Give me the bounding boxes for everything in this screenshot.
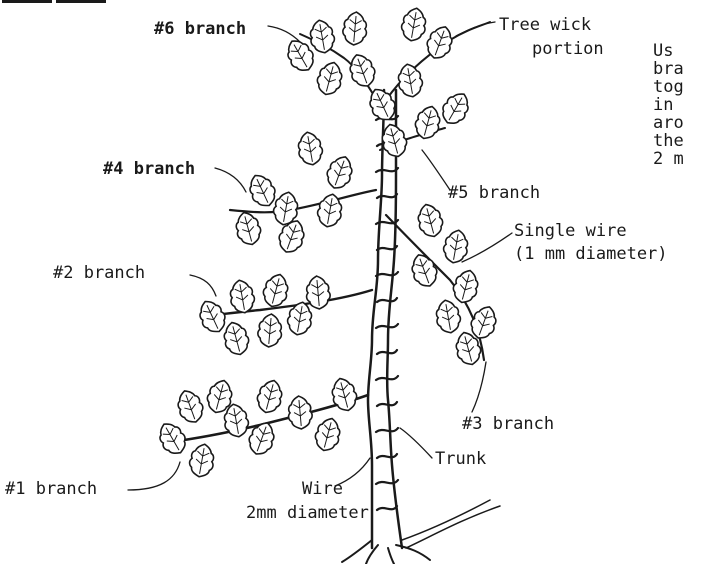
pointer-branch-3 — [472, 362, 486, 412]
leaf — [245, 419, 278, 458]
leaf — [296, 130, 325, 167]
leaf — [154, 418, 191, 458]
label-branch-1: #1 branch — [5, 480, 97, 499]
leaf — [254, 377, 285, 415]
leaf — [414, 201, 445, 239]
side-text-line: aro — [653, 114, 684, 132]
side-text-line: tog — [653, 78, 684, 96]
label-tree-wick-2: portion — [532, 40, 604, 59]
side-text-line: bra — [653, 60, 684, 78]
leaf — [287, 395, 313, 430]
root — [402, 500, 490, 540]
leaf — [305, 275, 331, 310]
label-branch-2: #2 branch — [53, 264, 145, 283]
leaf — [260, 271, 291, 309]
leaf — [173, 387, 206, 426]
label-single-wire-2: (1 mm diameter) — [514, 245, 668, 264]
trunk-wire-coil — [376, 272, 398, 276]
pointer-branch-5 — [422, 150, 450, 190]
side-text-line: in — [653, 96, 684, 114]
trunk-wire-coil — [377, 454, 397, 458]
leaf — [328, 375, 359, 413]
leaf — [312, 415, 343, 453]
trunk-wire-coil — [376, 480, 398, 484]
label-trunk: Trunk — [435, 450, 486, 469]
leaf — [434, 298, 463, 335]
trunk-wire-coil — [377, 298, 397, 302]
root — [388, 548, 394, 564]
trunk-left-edge — [368, 90, 384, 548]
side-text-line: the — [653, 132, 684, 150]
leaf — [437, 88, 474, 128]
leaf — [314, 59, 345, 97]
trunk-right-edge — [387, 90, 402, 548]
pointer-branch-6 — [268, 26, 300, 42]
side-text-line: Us — [653, 42, 684, 60]
leaf — [187, 442, 216, 479]
leaf — [232, 209, 263, 247]
leaf — [220, 319, 251, 357]
label-wire-1: Wire — [302, 480, 343, 499]
label-single-wire-1: Single wire — [514, 222, 627, 241]
leaf — [450, 267, 481, 305]
leaf — [257, 313, 283, 348]
side-text-line: 2 m — [653, 150, 684, 168]
leaf — [195, 297, 230, 337]
label-branch-6: #6 branch — [154, 20, 246, 39]
leaf — [407, 251, 440, 290]
pointer-single-wire — [462, 233, 512, 262]
leaf — [345, 51, 378, 90]
leaf — [399, 6, 428, 43]
leaf — [342, 11, 368, 46]
pointer-trunk — [400, 428, 432, 458]
leaf — [396, 62, 425, 99]
leaf — [245, 171, 280, 211]
trunk-wire-coil — [376, 428, 398, 432]
leaf — [228, 278, 257, 315]
leaf — [441, 228, 470, 265]
trunk-wire-coil — [377, 506, 397, 510]
leaf — [323, 153, 356, 192]
trunk-wire-coil — [376, 168, 398, 172]
label-wire-2: 2mm diameter — [246, 504, 369, 523]
trunk-wire-coil — [376, 324, 398, 328]
pointer-branch-1 — [128, 462, 180, 490]
label-branch-3: #3 branch — [462, 415, 554, 434]
label-tree-wick-1: Tree wick — [499, 16, 591, 35]
pointer-branch-4 — [215, 168, 246, 192]
trunk-wire-coil — [377, 194, 397, 198]
root — [406, 506, 500, 548]
label-branch-4: #4 branch — [103, 160, 195, 179]
pointer-branch-2 — [190, 275, 216, 296]
label-branch-5: #5 branch — [448, 184, 540, 203]
